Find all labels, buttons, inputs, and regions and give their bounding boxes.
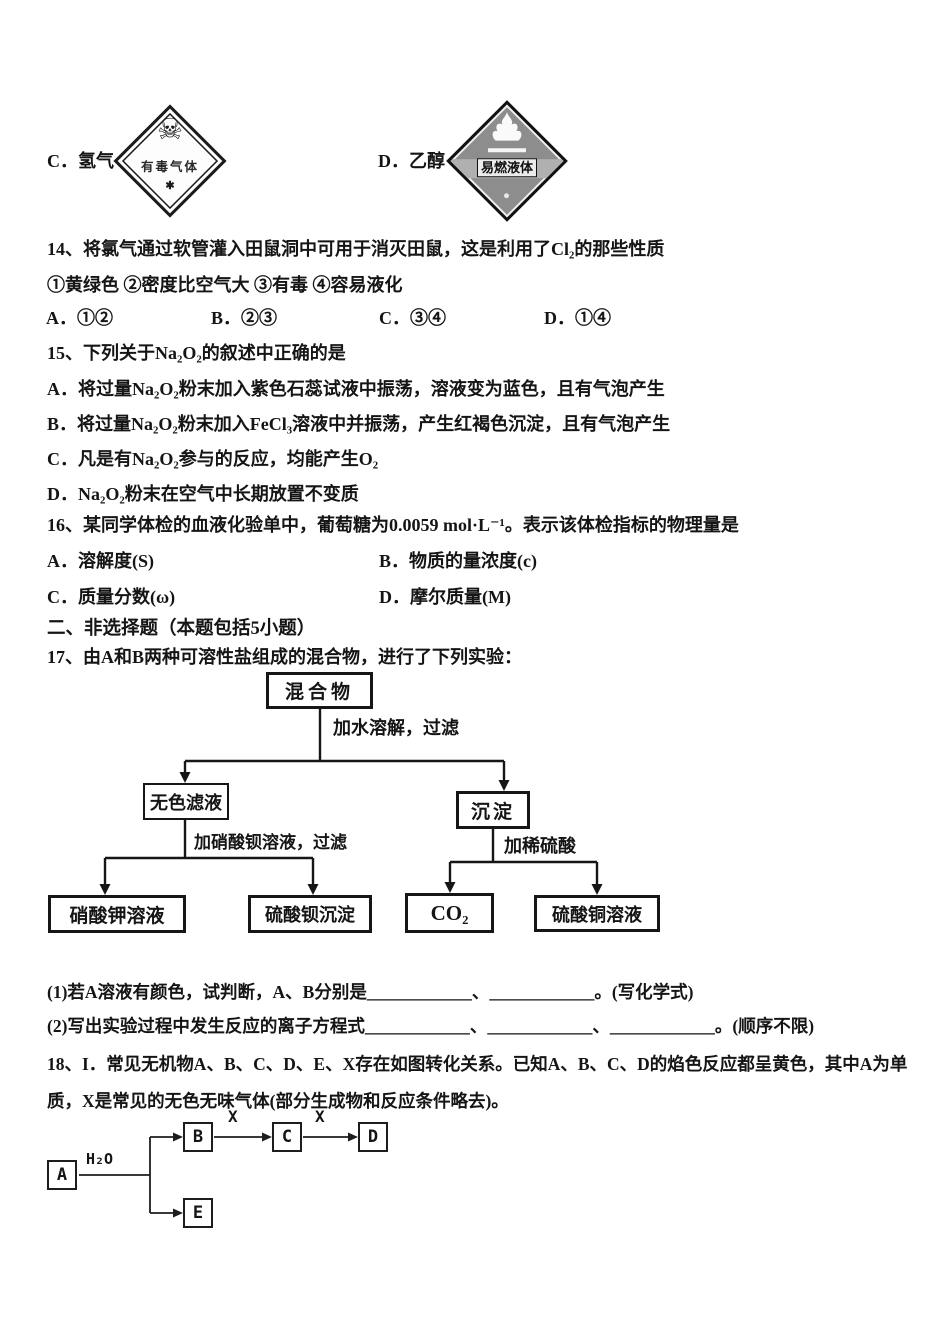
q16-stem: 16、某同学体检的血液化验单中，葡萄糖为0.0059 mol·L⁻¹。表示该体检… [47,515,739,535]
q14-stem: 14、将氯气通过软管灌入田鼠洞中可用于消灭田鼠，这是利用了Cl₂的那些性质 [47,239,665,259]
q18-node-b: B [183,1122,213,1152]
flow-box-mixture: 混合物 [266,672,373,709]
q18-label-x2: X [315,1107,325,1126]
q15-option-d: D．Na₂O₂粉末在空气中长期放置不变质 [47,484,359,504]
section2-heading: 二、非选择题（本题包括5小题） [47,619,316,639]
q14-items: ①黄绿色 ②密度比空气大 ③有毒 ④容易液化 [47,275,403,295]
q14-option-b: B．②③ [211,308,278,328]
q14-option-c: C．③④ [379,308,446,328]
flow-step-dissolve-label: 加水溶解，过滤 [333,718,459,738]
flow-box-precipitate: 沉淀 [456,791,530,829]
q18-label-water: H₂O [86,1150,114,1168]
q18-node-c: C [272,1122,302,1152]
flammable-sign-label: 易燃液体 [476,158,538,178]
flammable-sign-dot [504,193,509,199]
q18-node-a: A [47,1160,77,1190]
q15-stem: 15、下列关于Na₂O₂的叙述中正确的是 [47,343,346,363]
q17-sub1: (1)若A溶液有颜色，试判断，A、B分别是____________、______… [47,982,694,1002]
q18-node-e: E [183,1198,213,1228]
q16-option-a: A．溶解度(S) [47,551,154,571]
q15-option-c: C．凡是有Na₂O₂参与的反应，均能产生O₂ [47,449,379,469]
flow-box-kno3-solution: 硝酸钾溶液 [48,895,186,933]
q16-option-c: C．质量分数(ω) [47,587,176,607]
flow-box-filtrate: 无色滤液 [143,783,229,820]
q18-label-x1: X [228,1107,238,1126]
q17-sub2: (2)写出实验过程中发生反应的离子方程式____________、_______… [47,1016,815,1036]
flow-box-cuso4-solution: 硫酸铜溶液 [534,895,660,932]
toxic-sign-star: ✱ [165,180,175,193]
toxic-gas-hazard-sign: ☠ 有毒气体 ✱ [113,104,227,218]
q14-option-a: A．①② [46,308,113,328]
flame-icon [492,112,522,141]
flow-step-dilute-sulfuric-acid-label: 加稀硫酸 [504,836,576,856]
q15-option-b: B．将过量Na₂O₂粉末加入FeCl₃溶液中并振荡，产生红褐色沉淀，且有气泡产生 [47,414,671,434]
flame-base-bar [488,148,526,153]
q16-option-b: B．物质的量浓度(c) [379,551,537,571]
q18-node-d: D [358,1122,388,1152]
toxic-sign-label: 有毒气体 [140,160,199,175]
flow-box-co2: CO₂ [405,893,494,933]
q16-option-d: D．摩尔质量(M) [379,587,511,607]
skull-crossbones-icon: ☠ [157,112,183,147]
q13-option-c-label: C．氢气 [47,151,114,171]
flow-box-baso4-precipitate: 硫酸钡沉淀 [248,895,372,933]
q17-stem: 17、由A和B两种可溶性盐组成的混合物，进行了下列实验： [47,647,523,667]
flow-step-barium-nitrate-label: 加硝酸钡溶液，过滤 [194,833,347,852]
q13-option-d-label: D．乙醇 [378,151,445,171]
flammable-liquid-hazard-sign: 易燃液体 [446,100,568,222]
q15-option-a: A．将过量Na₂O₂粉末加入紫色石蕊试液中振荡，溶液变为蓝色，且有气泡产生 [47,379,665,399]
q14-option-d: D．①④ [544,308,611,328]
q18-stem: 18、I．常见无机物A、B、C、D、E、X存在如图转化关系。已知A、B、C、D的… [47,1054,908,1111]
